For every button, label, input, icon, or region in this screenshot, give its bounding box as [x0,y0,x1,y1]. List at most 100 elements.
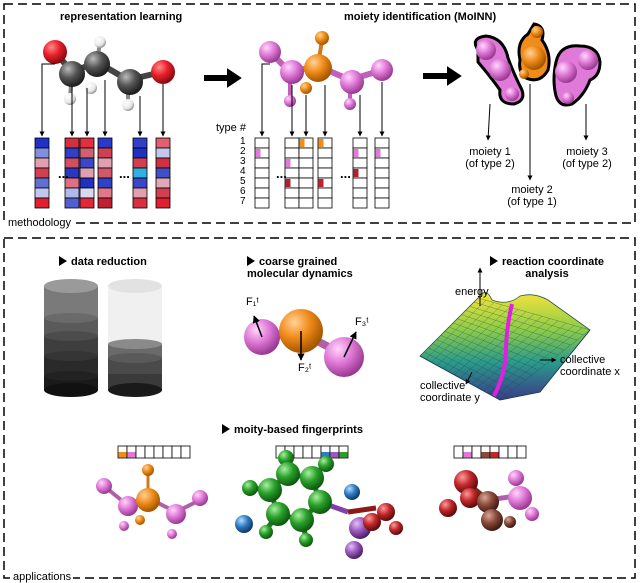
representation-cell [34,167,50,179]
representation-cell [79,177,95,189]
hydrogen-atom [64,93,76,105]
orange-atom [304,54,332,82]
moiety-fill [353,169,359,177]
moiety-3-label: moiety 3(of type 2) [562,146,612,170]
representation-cell [132,157,148,169]
fingerprint-fill [118,452,127,458]
moiety-cell [298,167,314,179]
carbon-atom [59,61,85,87]
orange-atom [315,31,329,45]
moiety-assignment-vectors [254,137,390,209]
pink-atom [340,70,364,94]
moiety-cell [352,137,368,149]
representation-arrows [39,63,166,137]
moiety-cell [254,197,270,209]
fingerprint-bars [117,445,527,459]
fingerprint-fill [490,452,499,458]
representation-cell [155,157,171,169]
moiety-cell [317,147,333,159]
data-reduction-cylinders [44,279,162,397]
representation-cell [132,187,148,199]
representation-cell [155,147,171,159]
segmented-moieties [473,22,602,107]
representation-cell [155,197,171,209]
representation-cell [79,157,95,169]
moiety-cell [298,187,314,199]
moiety-cell [284,187,300,199]
type-number: 5 [240,176,246,187]
moiety-cell [374,167,390,179]
step-arrow-1 [204,68,242,88]
applications-panel-tag: applications [11,571,74,583]
fingerprint-cell [498,445,509,459]
fingerprint-molecule-3 [439,470,539,531]
representation-cell [34,197,50,209]
triangle-bullet-icon [59,256,67,266]
representation-cell [79,147,95,159]
moiety-cell [374,187,390,199]
coarse-grained-molecule [244,309,364,377]
moiety-cell [254,177,270,189]
fingerprint-fill [481,452,490,458]
type-number: 4 [240,166,246,177]
moiety-cell [284,147,300,159]
fingerprints-title: moity-based fingerprints [222,424,363,436]
representation-cell [155,167,171,179]
moiety-cell [254,157,270,169]
fingerprint-cell [516,445,527,459]
hydrogen-atom [94,36,106,48]
representation-cell [34,137,50,149]
moiety-fill [353,149,359,157]
moiety-fill [285,179,291,187]
fingerprint-cell [507,445,518,459]
moiety-cell [298,197,314,209]
applications-panel-border [3,237,636,579]
moiety-fill [375,149,381,157]
fingerprint-cell [293,445,304,459]
oxygen-atom [43,40,67,64]
energy-label: energy [455,286,489,298]
moiety-1-label: moiety 1(of type 2) [465,146,515,170]
moiety-fill [299,139,305,147]
type-number: 3 [240,156,246,167]
hydrogen-atom [85,82,97,94]
representation-cell [64,187,80,199]
representation-cell [155,177,171,189]
triangle-bullet-icon [489,256,498,266]
fingerprint-molecule-1 [96,464,208,539]
moiety-cell [284,167,300,179]
moiety-cell [352,197,368,209]
oxygen-atom [151,60,175,84]
carbon-atom [117,69,143,95]
moiety-fill [285,159,291,167]
moiety-cell [374,157,390,169]
representation-vectors [34,137,171,209]
representation-cell [155,137,171,149]
moiety-cell [284,137,300,149]
moiety-molecule [259,31,393,110]
moiety-arrows [259,63,385,137]
moiety-cell [298,147,314,159]
force-label-3: F₃ᵗ [355,316,369,328]
data-reduction-title: data reduction [59,256,147,268]
fingerprint-molecule-2 [235,450,403,559]
type-number-header: type # [216,122,246,134]
fingerprint-cell [180,445,191,459]
ellipsis: ... [119,166,130,181]
fingerprint-fill [339,452,348,458]
fingerprint-cell [153,445,164,459]
type-number: 6 [240,186,246,197]
moiety-cell [298,177,314,189]
pink-atom [344,98,356,110]
ellipsis: ... [276,166,287,181]
representation-cell [132,197,148,209]
representation-cell [97,197,113,209]
moiety-fill [255,149,261,157]
moiety-cell [352,187,368,199]
moiety-cell [352,157,368,169]
representation-cell [79,187,95,199]
type-number: 1 [240,136,246,147]
moiety-cell [374,197,390,209]
moiety-label-arrows [485,84,589,181]
moiety-cell [317,167,333,179]
